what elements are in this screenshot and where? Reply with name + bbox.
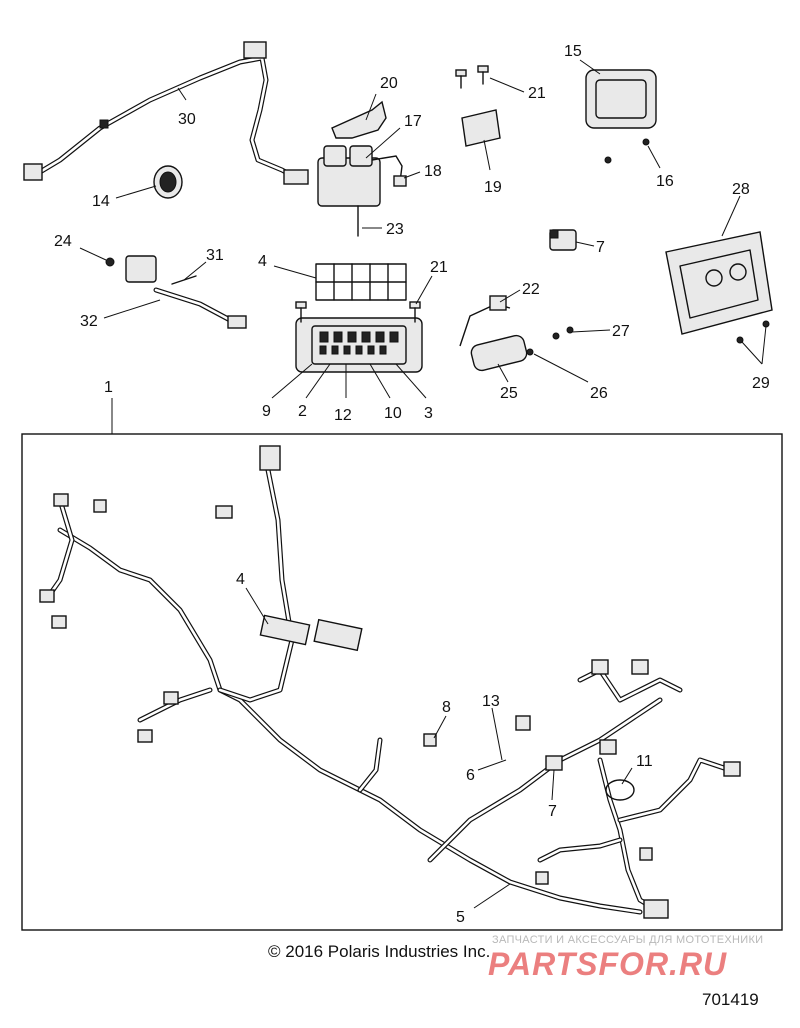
label-4-main: 4	[236, 571, 245, 588]
label-8: 8	[442, 699, 451, 716]
callout-labels: 30 14 20 17 18 23 21 19 15 16 28 7 24 31…	[54, 43, 770, 926]
label-10: 10	[384, 405, 402, 422]
watermark-logo: PARTSFOR.RU	[488, 946, 728, 982]
label-27: 27	[612, 323, 630, 340]
label-28: 28	[732, 181, 750, 198]
label-14: 14	[92, 193, 110, 210]
drawing-number: 701419	[702, 990, 759, 1009]
label-2: 2	[298, 403, 307, 420]
part-30-wire-harness	[23, 41, 309, 185]
label-31: 31	[206, 247, 224, 264]
main-harness-frame	[21, 433, 783, 931]
label-13: 13	[482, 693, 500, 710]
label-3: 3	[424, 405, 433, 422]
label-7-main: 7	[548, 803, 557, 820]
part-21-screws-top	[455, 65, 489, 89]
part-29-screws	[736, 320, 770, 344]
label-21-fusebox: 21	[430, 259, 448, 276]
label-20: 20	[380, 75, 398, 92]
label-30: 30	[178, 111, 196, 128]
label-11: 11	[636, 753, 653, 770]
label-15: 15	[564, 43, 582, 60]
watermark-caption: ЗАПЧАСТИ И АКСЕССУАРЫ ДЛЯ МОТОТЕХНИКИ	[492, 934, 764, 946]
label-21-top: 21	[528, 85, 546, 102]
part-14-grommet	[153, 165, 183, 199]
label-26: 26	[590, 385, 608, 402]
part-21-screws-fusebox	[295, 301, 421, 323]
part-16-screws	[604, 138, 650, 164]
label-17: 17	[404, 113, 422, 130]
label-5: 5	[456, 909, 465, 926]
part-15-module	[585, 69, 657, 129]
label-22: 22	[522, 281, 540, 298]
label-6: 6	[466, 767, 475, 784]
part-18-pigtail	[371, 155, 407, 187]
label-23: 23	[386, 221, 404, 238]
label-16: 16	[656, 173, 674, 190]
label-25: 25	[500, 385, 518, 402]
part-32-relay-harness	[105, 255, 247, 329]
part-7-connector-top	[549, 229, 577, 251]
label-29: 29	[752, 375, 770, 392]
leader-lines	[79, 59, 767, 909]
part-4-fuse-label	[315, 263, 407, 301]
part-20-bracket	[331, 100, 387, 139]
part-28-ecu	[665, 231, 773, 335]
label-9: 9	[262, 403, 271, 420]
part-17-relay-block	[317, 145, 381, 237]
part-22-25-sensor	[459, 295, 574, 372]
part-fuse-box	[295, 317, 423, 373]
label-7-top: 7	[596, 239, 605, 256]
copyright-notice: © 2016 Polaris Industries Inc.	[268, 942, 491, 961]
label-19: 19	[484, 179, 502, 196]
label-18: 18	[424, 163, 442, 180]
label-1: 1	[104, 379, 113, 396]
label-32: 32	[80, 313, 98, 330]
label-4-top: 4	[258, 253, 267, 270]
label-24: 24	[54, 233, 72, 250]
label-12: 12	[334, 407, 352, 424]
part-1-main-harness	[39, 445, 741, 919]
part-19-plate	[461, 109, 501, 147]
